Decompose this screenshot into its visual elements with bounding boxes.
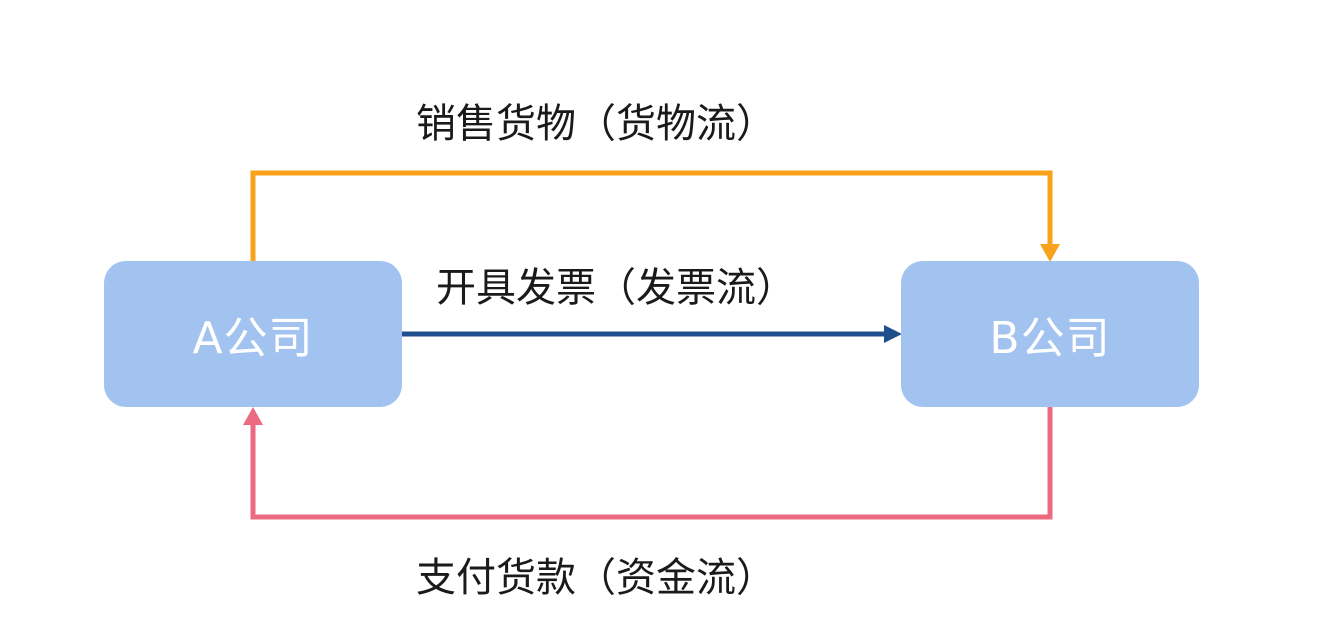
node-company-b: B公司 (901, 261, 1199, 407)
goods-flow-connector (250, 170, 1053, 261)
invoice-flow-label: 开具发票（发票流） (436, 265, 796, 311)
funds-flow-connector (250, 407, 1053, 520)
node-company-a: A公司 (104, 261, 402, 407)
node-company-b-label: B公司 (989, 313, 1111, 364)
goods-flow-label: 销售货物（货物流） (416, 101, 776, 147)
node-company-a-label: A公司 (192, 313, 314, 364)
funds-flow-label: 支付货款（资金流） (416, 555, 776, 601)
funds-flow-arrowhead (243, 407, 263, 425)
goods-flow-arrowhead (1040, 244, 1060, 262)
invoice-flow-arrowhead (884, 325, 902, 343)
